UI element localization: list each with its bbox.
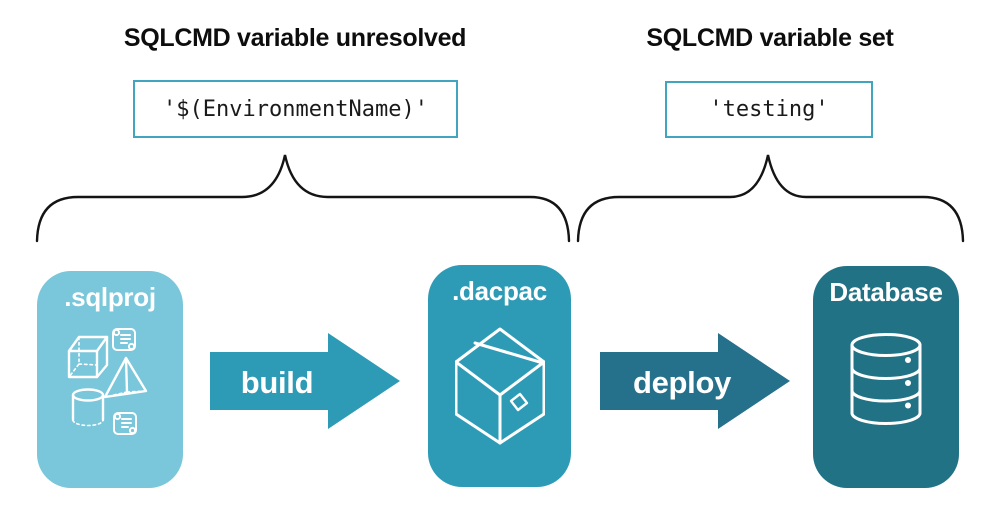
node-sqlproj: .sqlproj <box>37 271 183 488</box>
code-text-testing-value: 'testing' <box>709 97 829 122</box>
deploy-arrow-label: deploy <box>632 364 732 400</box>
node-dacpac-label: .dacpac <box>452 276 547 306</box>
node-database: Database <box>813 266 959 488</box>
node-database-label: Database <box>829 277 943 307</box>
sql-project-objects-icon <box>67 328 148 435</box>
curly-brace-left-icon <box>35 154 571 243</box>
build-arrow: build <box>210 333 400 429</box>
cylinder-icon <box>71 388 105 427</box>
script-scroll-icon <box>112 328 136 351</box>
cube-icon <box>67 335 109 379</box>
deploy-arrow: deploy <box>600 333 790 429</box>
curly-brace-right-icon <box>576 154 965 243</box>
code-box-environment-variable: '$(EnvironmentName)' <box>133 80 458 138</box>
package-box-icon <box>455 327 545 445</box>
code-box-testing-value: 'testing' <box>665 81 873 138</box>
right-block-arrow-icon <box>600 333 790 429</box>
pyramid-icon <box>103 356 148 399</box>
node-sqlproj-label: .sqlproj <box>64 282 156 312</box>
right-block-arrow-icon <box>210 333 400 429</box>
script-scroll-icon <box>113 412 137 435</box>
database-cylinder-icon <box>850 333 922 425</box>
code-text-environment-variable: '$(EnvironmentName)' <box>163 96 428 122</box>
build-arrow-label: build <box>240 364 314 400</box>
node-dacpac: .dacpac <box>428 265 571 487</box>
heading-sqlcmd-unresolved: SQLCMD variable unresolved <box>123 24 467 52</box>
heading-sqlcmd-set: SQLCMD variable set <box>646 24 894 52</box>
